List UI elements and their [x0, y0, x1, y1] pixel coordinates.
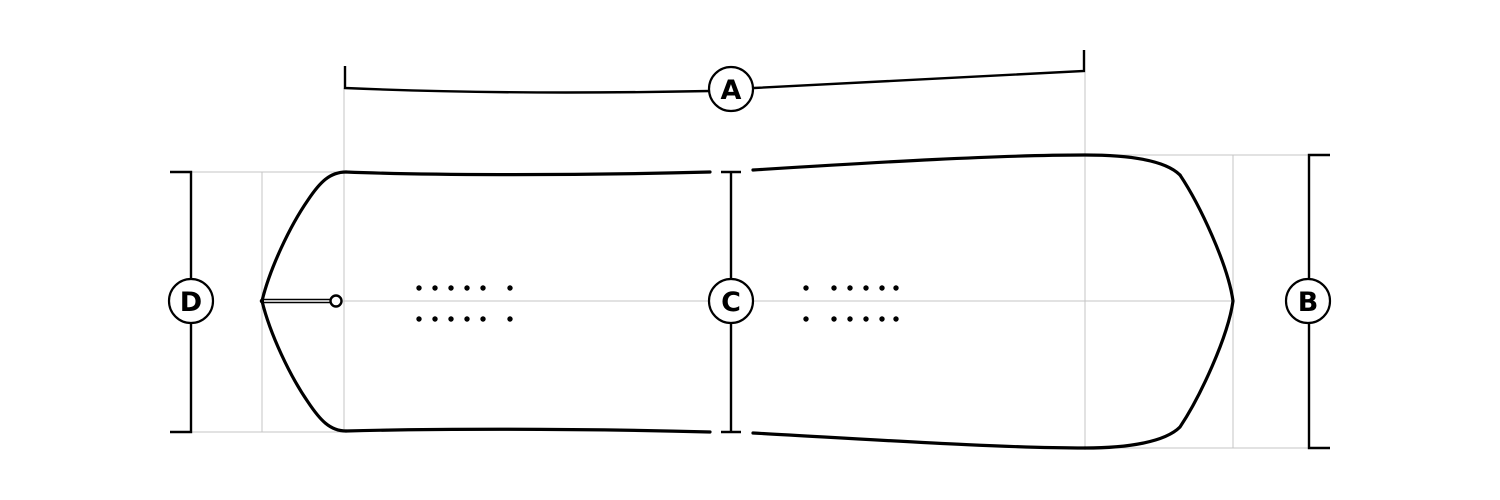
insert	[464, 316, 470, 322]
insert	[879, 285, 885, 291]
label-b: B	[1298, 287, 1319, 318]
label-d-badge	[167, 277, 215, 325]
label-b-badge	[1284, 277, 1332, 325]
insert	[416, 316, 422, 322]
label-a: A	[721, 75, 742, 106]
insert	[432, 316, 438, 322]
dimension-c-bracket	[721, 170, 741, 434]
dimension-c: C	[707, 170, 755, 434]
dimension-d-bracket	[170, 170, 193, 434]
insert	[831, 316, 837, 322]
board-bottom-edge-tail	[344, 427, 712, 434]
insert	[448, 316, 454, 322]
insert	[847, 285, 853, 291]
dimension-a: A	[343, 50, 1086, 113]
insert	[507, 285, 513, 291]
insert	[432, 285, 438, 291]
dimension-d: D	[167, 170, 215, 434]
insert	[847, 316, 853, 322]
insert	[863, 285, 869, 291]
dimension-b-bracket	[1307, 153, 1330, 450]
board-nose-edge	[1083, 173, 1235, 450]
dimension-b: B	[1284, 153, 1332, 450]
insert	[831, 285, 837, 291]
insert	[416, 285, 422, 291]
label-c-badge	[707, 277, 755, 325]
insert	[879, 316, 885, 322]
insert	[480, 285, 486, 291]
insert	[803, 285, 809, 291]
board-top-edge-tail	[344, 170, 712, 177]
board-outline	[259, 153, 1235, 450]
label-d: D	[180, 287, 202, 318]
insert	[803, 316, 809, 322]
insert	[448, 285, 454, 291]
guide-lines	[190, 72, 1310, 449]
label-c: C	[721, 287, 741, 318]
insert	[507, 316, 513, 322]
insert	[893, 316, 899, 322]
insert	[893, 285, 899, 291]
board-bottom-edge-nose	[751, 431, 1087, 450]
insert	[464, 285, 470, 291]
label-a-badge	[707, 65, 755, 113]
binding-inserts-rear	[416, 285, 513, 322]
board-top-edge-nose	[751, 153, 1182, 177]
binding-inserts-front	[803, 285, 899, 322]
dimension-a-bracket	[343, 50, 1086, 94]
split-tail-end-icon	[329, 294, 343, 308]
insert	[863, 316, 869, 322]
insert	[480, 316, 486, 322]
